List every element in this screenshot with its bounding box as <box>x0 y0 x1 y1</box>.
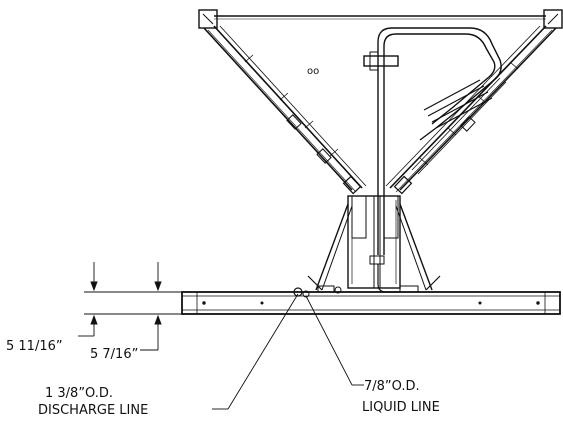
frame-mark: oo <box>307 66 319 77</box>
discharge-line-label: DISCHARGE LINE <box>38 403 148 418</box>
dimension-outer: 5 11/16” <box>6 339 63 354</box>
center-column <box>347 195 401 293</box>
liquid-line-label: LIQUID LINE <box>362 400 440 415</box>
dimension-inner: 5 7/16” <box>90 347 138 362</box>
left-diagonal-leg <box>203 25 367 195</box>
discharge-line-size: 1 3/8”O.D. <box>45 386 113 401</box>
top-frame <box>198 9 563 29</box>
liquid-line-size: 7/8”O.D. <box>364 379 420 394</box>
support-struts <box>307 203 441 291</box>
dimension-lines <box>78 262 182 351</box>
piping-loop <box>363 27 502 255</box>
base-rail <box>181 285 561 315</box>
callout-leaders <box>212 293 364 410</box>
